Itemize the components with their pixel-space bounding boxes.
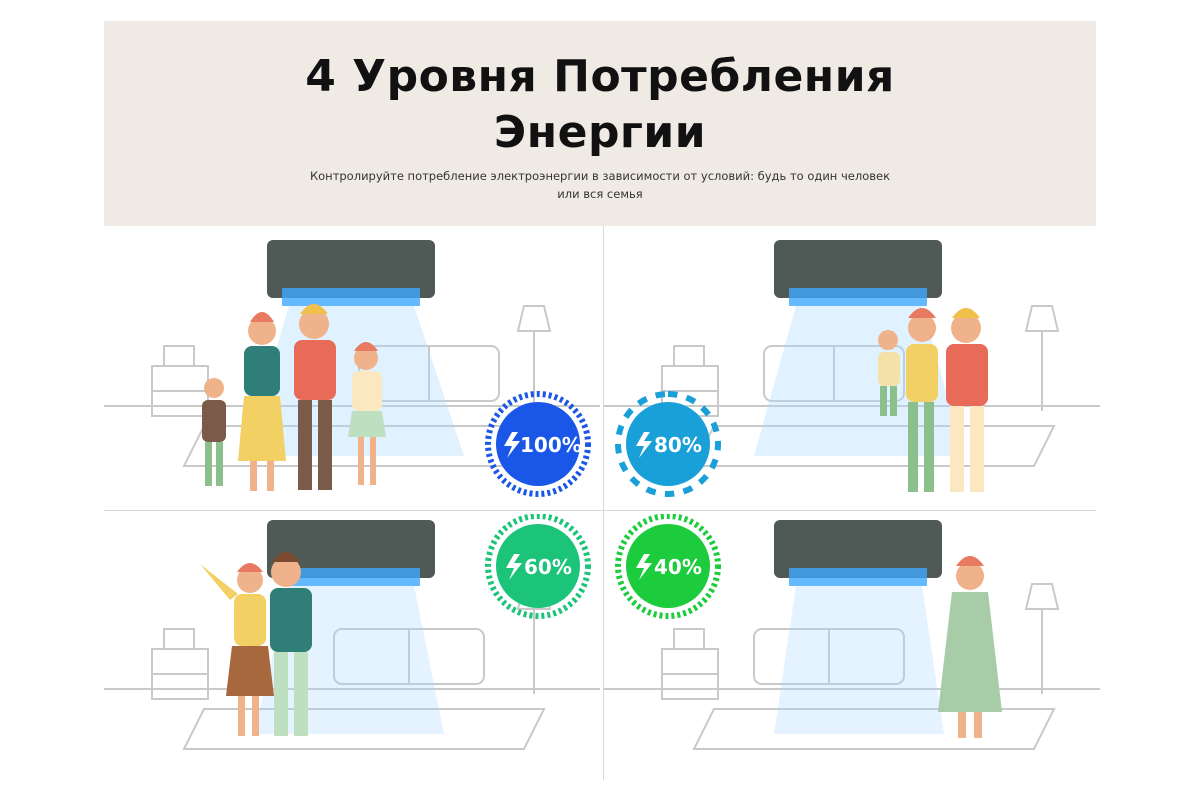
title-line-2: Энергии	[493, 107, 707, 158]
energy-level-label: 60%	[524, 555, 572, 579]
energy-badge-80: 80%	[615, 391, 721, 497]
panel-level-60: 60%	[104, 514, 600, 794]
page-subtitle: Контролируйте потребление электроэнергии…	[309, 169, 891, 201]
family-four-people	[202, 304, 386, 491]
air-conditioner	[774, 520, 944, 734]
panel-level-40: 40%	[604, 514, 1100, 794]
grid-divider-vertical	[603, 226, 604, 780]
page-title: 4 Уровня Потребления Энергии	[104, 21, 1096, 161]
energy-level-label: 40%	[654, 555, 702, 579]
energy-badge-100: 100%	[485, 391, 591, 497]
panel-level-100: 100%	[104, 226, 600, 506]
grid-divider-horizontal	[104, 510, 1096, 511]
room-illustration	[104, 583, 600, 750]
panel-level-80: 80%	[604, 226, 1100, 506]
energy-badge-40: 40%	[615, 514, 721, 619]
single-person	[938, 556, 1002, 738]
room-illustration	[604, 583, 1100, 750]
title-line-1: 4 Уровня Потребления	[305, 51, 895, 102]
energy-level-label: 100%	[520, 433, 582, 457]
energy-level-label: 80%	[654, 433, 702, 457]
energy-levels-grid: 100%	[104, 226, 1100, 780]
header-banner: 4 Уровня Потребления Энергии Контролируй…	[104, 21, 1096, 226]
couple-two-people	[200, 552, 312, 736]
family-three-people	[878, 308, 988, 492]
energy-badge-60: 60%	[485, 514, 591, 619]
